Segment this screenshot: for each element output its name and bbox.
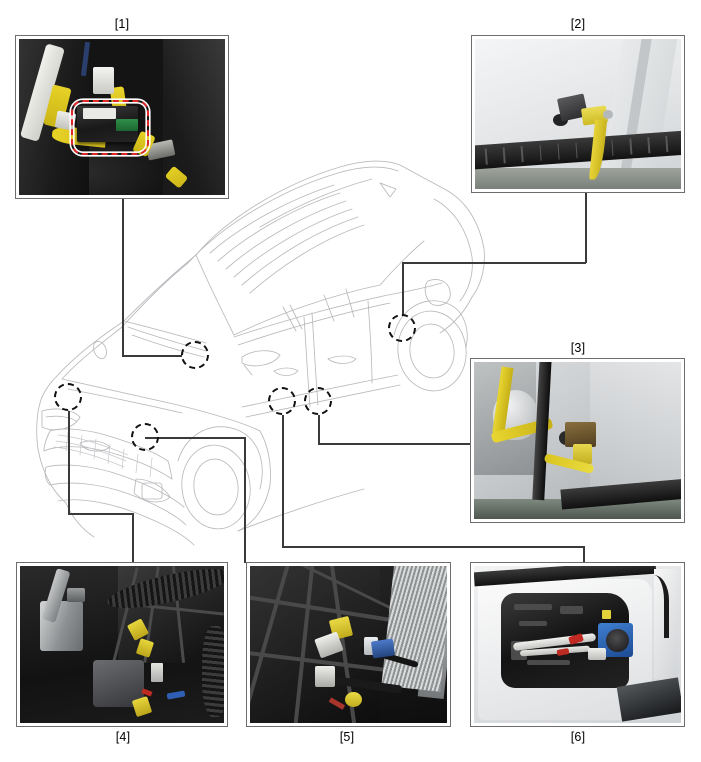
callout-1-photo: [19, 39, 225, 195]
locator-marker-2: [388, 314, 416, 342]
leader-line-3-segment-1: [318, 415, 320, 444]
leader-line-1-segment-2: [122, 355, 182, 357]
callout-label-6: [6]: [570, 730, 586, 744]
callout-6-frame: [470, 562, 685, 727]
callout-4-frame: [16, 562, 228, 727]
callout-6: [470, 562, 685, 727]
callout-2-frame: [471, 35, 685, 193]
leader-line-6-segment-2: [282, 546, 584, 548]
callout-1-frame: [15, 35, 229, 199]
callout-3: [470, 358, 685, 523]
leader-line-2-segment-3: [402, 262, 404, 316]
locator-marker-1: [181, 341, 209, 369]
callout-5-photo: [250, 566, 447, 723]
locator-marker-5: [131, 423, 159, 451]
leader-line-5-segment-2: [244, 437, 246, 563]
vehicle-line-drawing: [28, 145, 498, 555]
locator-marker-6: [268, 387, 296, 415]
leader-line-2-segment-1: [585, 193, 587, 263]
callout-label-4: [4]: [115, 730, 131, 744]
callout-6-photo: [474, 566, 681, 723]
leader-line-2-segment-2: [402, 262, 586, 264]
leader-line-6-segment-1: [282, 415, 284, 547]
callout-label-1: [1]: [114, 17, 130, 31]
callout-2-photo: [475, 39, 681, 189]
callout-label-2: [2]: [570, 17, 586, 31]
callout-4: [16, 562, 228, 727]
callout-5-frame: [246, 562, 451, 727]
leader-line-6-segment-3: [583, 546, 585, 563]
leader-line-4-segment-3: [132, 513, 134, 563]
callout-2: [471, 35, 685, 193]
locator-marker-4: [54, 383, 82, 411]
leader-line-4-segment-1: [68, 411, 70, 514]
component-highlight-outline: [70, 99, 149, 156]
leader-line-3-segment-2: [318, 443, 470, 445]
leader-line-5-segment-1: [145, 437, 245, 439]
callout-1: [15, 35, 229, 199]
callout-3-photo: [474, 362, 681, 519]
locator-marker-3: [304, 387, 332, 415]
leader-line-4-segment-2: [68, 513, 134, 515]
callout-label-5: [5]: [339, 730, 355, 744]
leader-line-1-segment-1: [122, 199, 124, 356]
callout-label-3: [3]: [570, 341, 586, 355]
callout-5: [246, 562, 451, 727]
callout-4-photo: [20, 566, 224, 723]
callout-3-frame: [470, 358, 685, 523]
